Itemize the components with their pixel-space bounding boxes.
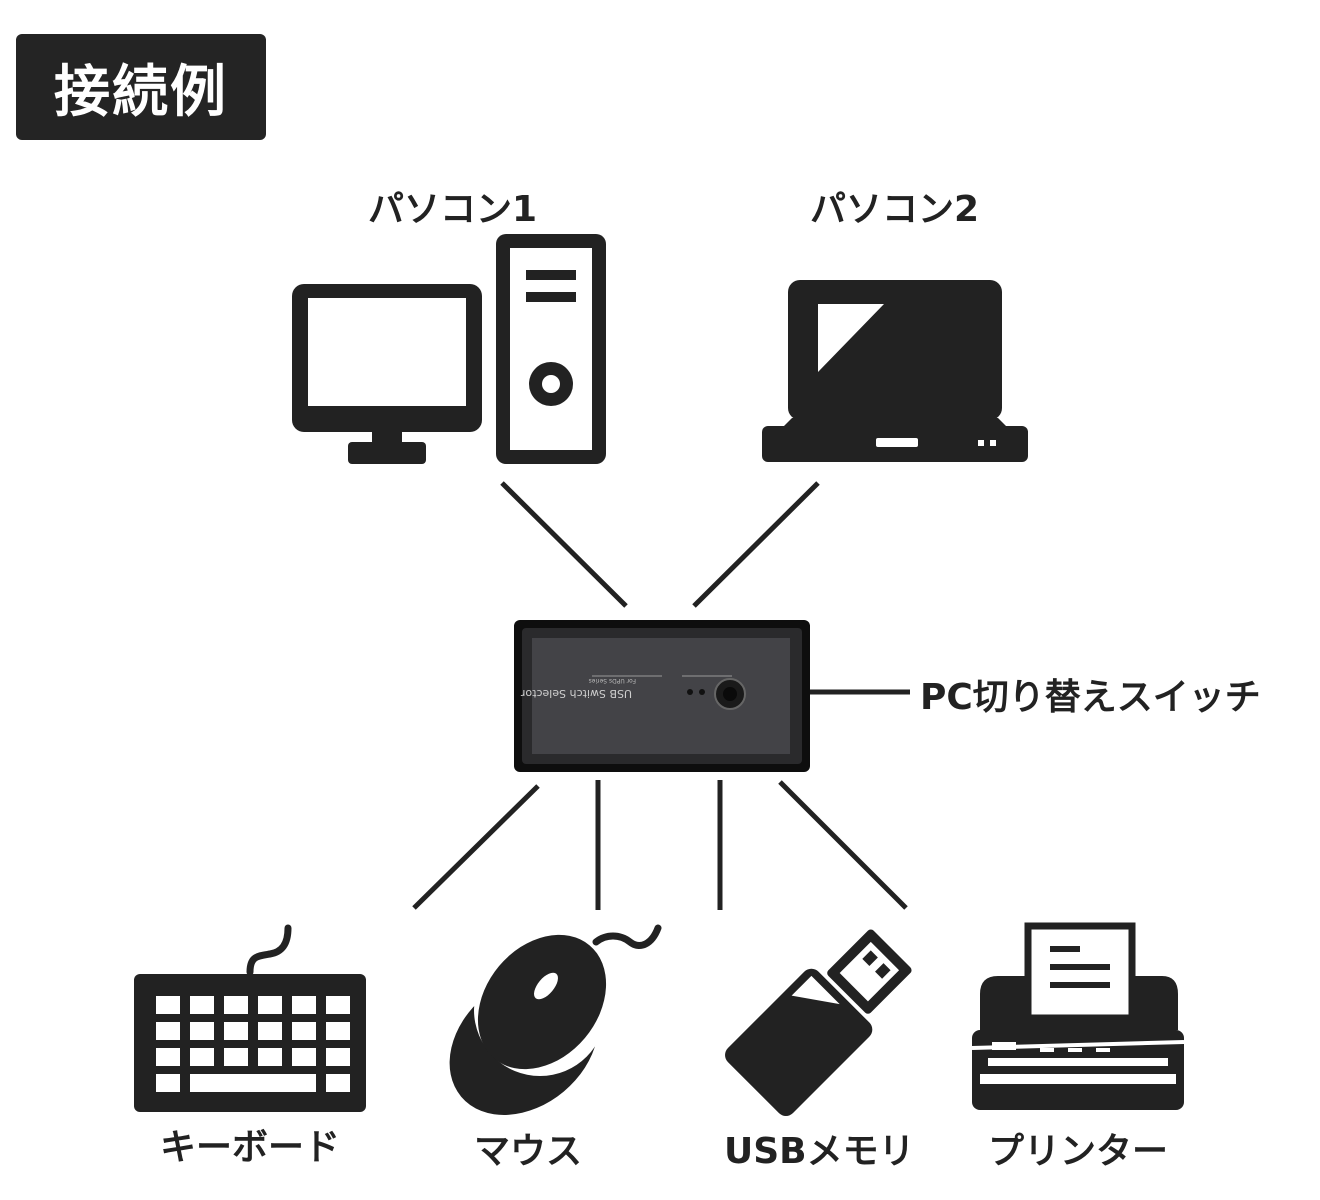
- keyboard-key: [156, 1048, 180, 1066]
- line-pc2: [692, 481, 820, 608]
- printer-icon: [971, 922, 1185, 1110]
- page-title: 接続例: [16, 34, 266, 140]
- mouse-icon: [449, 924, 662, 1115]
- usb-memory-icon: [725, 929, 912, 1116]
- keyboard-key: [224, 1022, 248, 1040]
- keyboard-key: [326, 1022, 350, 1040]
- keyboard-icon: [134, 924, 366, 1112]
- switch-product-text: USB Switch Selector: [520, 687, 632, 700]
- label-keyboard: キーボード: [160, 1127, 341, 1168]
- keyboard-key: [156, 996, 180, 1014]
- switch-product-subtext: For UPDs Series: [589, 677, 636, 684]
- keyboard-key: [292, 1022, 316, 1040]
- keyboard-key: [258, 1022, 282, 1040]
- keyboard-key: [258, 996, 282, 1014]
- keyboard-key: [156, 1022, 180, 1040]
- label-usb-memory: USBメモリ: [724, 1131, 915, 1172]
- keyboard-key: [326, 1048, 350, 1066]
- keyboard-key: [326, 1074, 350, 1092]
- keyboard-key: [292, 996, 316, 1014]
- led-2: [699, 689, 705, 695]
- led-1: [687, 689, 693, 695]
- keyboard-key: [258, 1048, 282, 1066]
- label-mouse: マウス: [474, 1131, 583, 1172]
- keyboard-key: [326, 996, 350, 1014]
- keyboard-key: [224, 996, 248, 1014]
- keyboard-key: [190, 1074, 316, 1092]
- label-printer: プリンター: [988, 1131, 1169, 1172]
- keyboard-key: [224, 1048, 248, 1066]
- keyboard-key: [156, 1074, 180, 1092]
- line-printer: [778, 780, 908, 910]
- keyboard-key: [292, 1048, 316, 1066]
- line-pc1: [500, 481, 628, 608]
- keyboard-key: [190, 1048, 214, 1066]
- line-keyboard: [412, 784, 540, 910]
- keyboard-key: [190, 996, 214, 1014]
- laptop-icon: [762, 280, 1028, 462]
- label-pc2: パソコン2: [810, 189, 980, 230]
- label-switch: PC切り替えスイッチ: [920, 677, 1261, 718]
- desktop-pc-icon: [292, 234, 606, 464]
- keyboard-key: [190, 1022, 214, 1040]
- label-pc1: パソコン1: [368, 189, 538, 230]
- usb-switch-device: USB Switch Selector For UPDs Series: [514, 620, 810, 772]
